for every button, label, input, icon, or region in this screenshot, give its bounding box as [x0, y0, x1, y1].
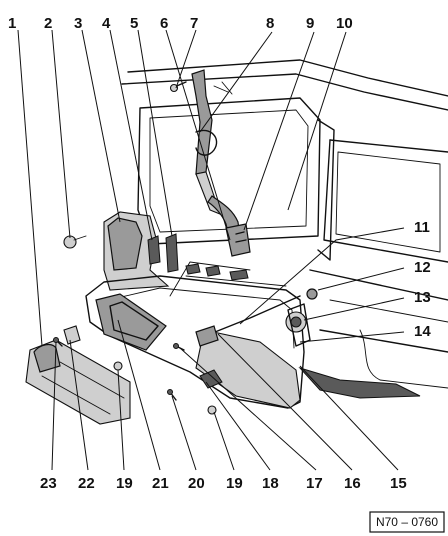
- callout-19a: 19: [116, 475, 133, 492]
- callout-23: 23: [40, 475, 57, 492]
- callout-21: 21: [152, 475, 169, 492]
- callout-13: 13: [414, 289, 431, 306]
- vehicle-body-outline: [121, 59, 448, 399]
- bolt-icon: [173, 343, 185, 351]
- bolt-icon: [169, 81, 187, 93]
- bolt-icon: [53, 337, 63, 347]
- callout-1: 1: [8, 15, 16, 32]
- callout-6: 6: [160, 15, 168, 32]
- leader-lines: [17, 29, 405, 471]
- callouts-bottom: 23 22 19 21 20 19 18 17 16 15: [40, 475, 407, 492]
- reference-code: N70 – 0760: [376, 515, 438, 529]
- callout-16: 16: [344, 475, 361, 492]
- callout-11: 11: [414, 219, 430, 236]
- callout-15: 15: [390, 475, 407, 492]
- trim-panel: [85, 211, 318, 409]
- callout-10: 10: [336, 15, 353, 32]
- clip-icon: [113, 361, 123, 371]
- seat-belt-assembly: [169, 69, 251, 257]
- callout-20: 20: [188, 475, 205, 492]
- callout-5: 5: [130, 15, 138, 32]
- callout-14: 14: [414, 323, 431, 340]
- callouts-right: 11 12 13 14: [414, 219, 431, 340]
- bolt-icon: [167, 389, 177, 401]
- callout-9: 9: [306, 15, 314, 32]
- callout-17: 17: [306, 475, 323, 492]
- callout-8: 8: [266, 15, 274, 32]
- callout-4: 4: [102, 15, 111, 32]
- fasteners: [53, 235, 223, 415]
- callout-12: 12: [414, 259, 431, 276]
- callouts-top: 1 2 3 4 5 6 7 8 9 10: [8, 15, 353, 32]
- clip-icon: [63, 325, 81, 345]
- callout-18: 18: [262, 475, 279, 492]
- callout-2: 2: [44, 15, 52, 32]
- callout-22: 22: [78, 475, 95, 492]
- callout-19b: 19: [226, 475, 243, 492]
- reference-code-box: N70 – 0760: [369, 511, 445, 533]
- callout-3: 3: [74, 15, 82, 32]
- sill-cover: [25, 339, 131, 425]
- bolt-icon: [63, 235, 87, 249]
- callout-7: 7: [190, 15, 198, 32]
